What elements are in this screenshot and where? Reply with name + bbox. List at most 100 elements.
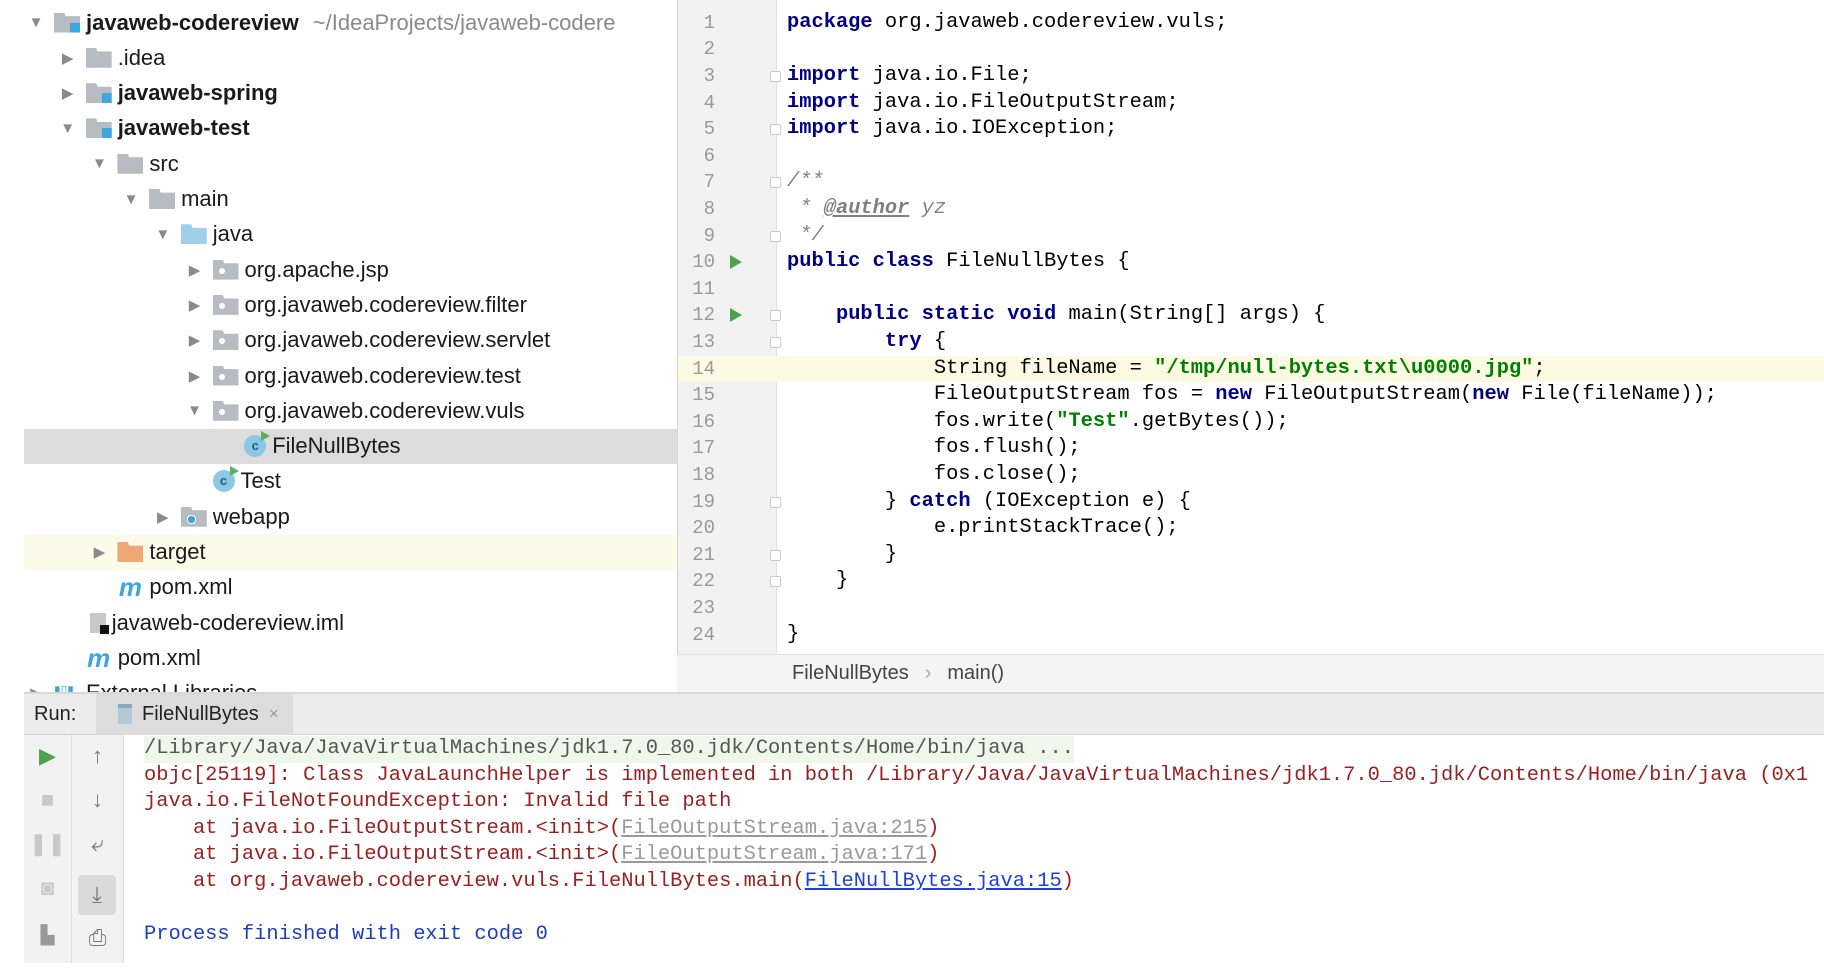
line-number[interactable]: 20 <box>692 517 715 540</box>
arrow-up-icon[interactable]: ↑ <box>92 743 103 768</box>
code-line[interactable]: 23 <box>678 595 1824 622</box>
line-number[interactable]: 12 <box>692 304 715 327</box>
fold-icon[interactable] <box>770 496 781 508</box>
code-line[interactable]: 2 <box>678 36 1824 63</box>
expanded-arrow-icon[interactable]: ▼ <box>28 14 44 31</box>
line-number[interactable]: 11 <box>692 277 715 300</box>
code-line[interactable]: 21 } <box>678 542 1824 569</box>
line-number[interactable]: 14 <box>692 357 715 380</box>
tree-item[interactable]: ▶webapp <box>24 499 677 534</box>
line-number[interactable]: 23 <box>692 596 715 619</box>
tree-item[interactable]: ▶org.javaweb.codereview.servlet <box>24 323 677 358</box>
collapsed-arrow-icon[interactable]: ▶ <box>157 508 169 526</box>
line-number[interactable]: 1 <box>703 11 715 34</box>
line-number[interactable]: 3 <box>703 64 715 87</box>
breadcrumb-class[interactable]: FileNullBytes <box>792 662 909 684</box>
code-line[interactable]: 11 <box>678 276 1824 303</box>
line-number[interactable]: 4 <box>703 91 715 114</box>
tree-item[interactable]: ▶target <box>24 534 677 570</box>
line-number[interactable]: 24 <box>692 623 715 646</box>
code-line[interactable]: 14 String fileName = "/tmp/null-bytes.tx… <box>678 355 1824 383</box>
line-number[interactable]: 10 <box>692 251 715 274</box>
code-line[interactable]: 8 * @author yz <box>678 196 1824 223</box>
expanded-arrow-icon[interactable]: ▼ <box>123 190 139 208</box>
code-line[interactable]: 7/** <box>678 169 1824 196</box>
line-number[interactable]: 7 <box>703 171 715 194</box>
collapsed-arrow-icon[interactable]: ▶ <box>61 49 74 67</box>
code-line[interactable]: 20 e.printStackTrace(); <box>678 515 1824 542</box>
expanded-arrow-icon[interactable]: ▼ <box>60 119 76 137</box>
run-tab-filenullbytes[interactable]: FileNullBytes × <box>96 693 293 735</box>
collapsed-arrow-icon[interactable]: ▶ <box>26 684 46 692</box>
run-console[interactable]: ▶ ■ ❚❚ ◙ ▙ ↑ ↓ ⤶ ⤓ ⎙ /Library/Java/JavaV… <box>24 735 1824 963</box>
run-gutter-icon[interactable] <box>730 308 742 323</box>
line-number[interactable]: 16 <box>692 410 715 433</box>
line-number[interactable]: 6 <box>703 144 715 167</box>
line-number[interactable]: 22 <box>692 570 715 593</box>
stop-icon[interactable]: ■ <box>40 787 55 812</box>
run-gutter-icon[interactable] <box>730 255 742 270</box>
collapsed-arrow-icon[interactable]: ▶ <box>188 261 201 279</box>
tree-item[interactable]: ▼src <box>24 146 677 181</box>
line-number[interactable]: 18 <box>692 463 715 486</box>
fold-icon[interactable] <box>770 549 781 561</box>
code-line[interactable]: 15 FileOutputStream fos = new FileOutput… <box>678 382 1824 409</box>
tree-item[interactable]: ▶.idea <box>24 40 677 75</box>
tree-item[interactable]: javaweb-codereview.iml <box>24 605 677 640</box>
fold-icon[interactable] <box>770 230 781 242</box>
stacktrace-link[interactable]: FileOutputStream.java:171 <box>621 843 928 867</box>
fold-icon[interactable] <box>770 70 781 82</box>
code-line[interactable]: 12 public static void main(String[] args… <box>678 302 1824 329</box>
stacktrace-link[interactable]: FileNullBytes.java:15 <box>804 870 1062 893</box>
expanded-arrow-icon[interactable]: ▼ <box>187 402 202 420</box>
collapsed-arrow-icon[interactable]: ▶ <box>93 544 106 561</box>
line-number[interactable]: 17 <box>692 437 715 460</box>
line-number[interactable]: 5 <box>703 118 715 141</box>
layout-icon[interactable]: ▙ <box>40 925 55 945</box>
arrow-down-icon[interactable]: ↓ <box>92 787 103 812</box>
code-line[interactable]: 13 try { <box>678 329 1824 356</box>
tree-item[interactable]: ▼java <box>24 217 677 252</box>
fold-icon[interactable] <box>770 124 781 136</box>
tree-item[interactable]: ▶org.javaweb.codereview.test <box>24 358 677 393</box>
stacktrace-link[interactable]: FileOutputStream.java:215 <box>621 816 928 840</box>
code-line[interactable]: 6 <box>678 143 1824 170</box>
code-line[interactable]: 16 fos.write("Test".getBytes()); <box>678 409 1824 436</box>
tree-item[interactable]: ▼javaweb-codereview~/IdeaProjects/javawe… <box>24 5 677 40</box>
fold-icon[interactable] <box>770 310 781 322</box>
print-icon[interactable]: ⎙ <box>88 925 107 950</box>
line-number[interactable]: 9 <box>703 224 715 247</box>
fold-icon[interactable] <box>770 177 781 189</box>
tree-item[interactable]: ▶org.apache.jsp <box>24 252 677 287</box>
line-number[interactable]: 21 <box>692 543 715 566</box>
camera-icon[interactable]: ◙ <box>40 875 55 900</box>
line-number[interactable]: 13 <box>692 330 715 353</box>
project-tree[interactable]: ▼javaweb-codereview~/IdeaProjects/javawe… <box>24 0 677 692</box>
code-line[interactable]: 18 fos.close(); <box>678 462 1824 489</box>
tree-item[interactable]: ▶javaweb-spring <box>24 76 677 111</box>
line-number[interactable]: 8 <box>703 197 715 220</box>
code-line[interactable]: 17 fos.flush(); <box>678 435 1824 462</box>
fold-icon[interactable] <box>770 336 781 348</box>
code-line[interactable]: 9 */ <box>678 223 1824 250</box>
soft-wrap-icon[interactable]: ⤶ <box>91 831 104 856</box>
code-line[interactable]: 24} <box>678 622 1824 649</box>
line-number[interactable]: 19 <box>692 490 715 513</box>
scroll-to-end-icon[interactable]: ⤓ <box>78 875 116 915</box>
tree-item[interactable]: ▼javaweb-test <box>24 111 677 146</box>
line-number[interactable]: 2 <box>703 38 715 61</box>
collapsed-arrow-icon[interactable]: ▶ <box>188 332 201 350</box>
line-number[interactable]: 15 <box>692 384 715 407</box>
tree-item[interactable]: ▶▮▯▮External Libraries <box>24 676 677 692</box>
rerun-icon[interactable]: ▶ <box>39 743 56 768</box>
code-line[interactable]: 19 } catch (IOException e) { <box>678 489 1824 516</box>
fold-icon[interactable] <box>770 576 781 588</box>
